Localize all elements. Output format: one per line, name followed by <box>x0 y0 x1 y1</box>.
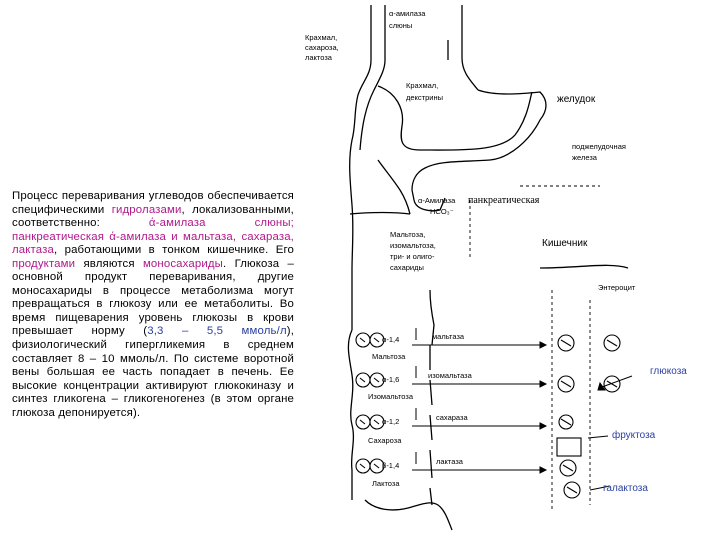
pancreatic-amylase-label: α-Амилаза <box>418 196 456 205</box>
text-segment: ), физиологический гипергликемия в средн… <box>12 325 295 419</box>
intestine-products-line4: сахариды <box>390 263 424 272</box>
stomach-label: желудок <box>557 94 596 105</box>
starch-dextrins-line2: декстрины <box>406 93 443 102</box>
highlight-hydrolases: гидролазами <box>111 203 182 216</box>
substrate-label: Сахароза <box>368 436 402 445</box>
bicarbonate-label: HCO₃⁻ <box>430 207 454 216</box>
enzyme-label: сахараза <box>436 413 468 422</box>
intestine-products-line3: три- и олиго- <box>390 252 435 261</box>
highlight-glucose-norm: 3,3 – 5,5 ммоль/л <box>147 325 287 338</box>
enzyme-label: лактаза <box>436 457 464 466</box>
pancreas-label-line1: поджелудочная <box>572 142 626 151</box>
intestine-products-line1: Мальтоза, <box>390 230 425 239</box>
bond-label: α-1,2 <box>382 417 399 426</box>
product-label-fructose: фруктоза <box>612 429 656 441</box>
diagram-labels: Крахмал, сахароза, лактоза α-амилаза слю… <box>305 9 687 494</box>
reaction-arrows <box>412 328 633 491</box>
pancreatic-word-label: панкреатическая <box>468 195 540 206</box>
intestine-products-line2: изомальтоза, <box>390 241 436 250</box>
glucose-molecule-icon <box>557 334 621 352</box>
fructose-molecule-icon <box>556 414 582 457</box>
galactose-molecule-icon <box>559 459 581 499</box>
substrate-label: Лактоза <box>372 479 400 488</box>
molecule-icons <box>355 332 621 499</box>
sucrose-molecule-icon <box>355 414 385 430</box>
enzyme-label: изомальтаза <box>428 371 473 380</box>
enterocyte-label: Энтероцит <box>598 283 636 292</box>
starch-dextrins-line1: Крахмал, <box>406 81 438 90</box>
product-label-galactose: галактоза <box>603 483 648 494</box>
starch-label-line3: лактоза <box>305 53 333 62</box>
text-segment: . Глюкоза – основной продукт перевариван… <box>12 257 294 338</box>
substrate-label: Мальтоза <box>372 352 406 361</box>
starch-label-line2: сахароза, <box>305 43 339 52</box>
isomaltose-molecule-icon <box>355 372 385 388</box>
lactose-molecule-icon <box>355 458 385 474</box>
description-paragraph: Процесс переваривания углеводов обеспечи… <box>12 190 294 420</box>
intestinal-wall-dashed <box>469 185 600 510</box>
substrate-label: Изомальтоза <box>368 392 414 401</box>
glucose-molecule-icon <box>557 375 621 393</box>
highlight-enzymes: ά-амилаза слюны; панкреатическая ά-амила… <box>12 217 294 257</box>
pancreas-label-line2: железа <box>572 153 598 162</box>
enzyme-label: мальтаза <box>432 332 465 341</box>
product-label-glucose: глюкоза <box>650 366 687 377</box>
bond-label: α-1,6 <box>382 375 399 384</box>
salivary-amylase-label-line1: α-амилаза <box>389 9 426 18</box>
highlight-products: продуктами <box>12 257 76 270</box>
highlight-monosaccharides: моносахариды <box>142 257 223 270</box>
starch-label-line1: Крахмал, <box>305 33 337 42</box>
text-segment: Процесс переваривания углеводов обеспечи… <box>12 190 294 216</box>
bond-label: β-1,4 <box>382 461 399 470</box>
intestine-label: Кишечник <box>542 238 588 249</box>
salivary-amylase-label-line2: слюны <box>389 21 412 30</box>
text-segment: , локализованными, соответственно: <box>12 203 294 230</box>
bond-label: α-1,4 <box>382 335 399 344</box>
maltose-molecule-icon <box>355 332 385 348</box>
digestive-tract-outline <box>347 5 629 531</box>
text-segment: являются <box>75 257 143 270</box>
text-segment: , работающими в тонком кишечнике. Его <box>54 244 294 257</box>
